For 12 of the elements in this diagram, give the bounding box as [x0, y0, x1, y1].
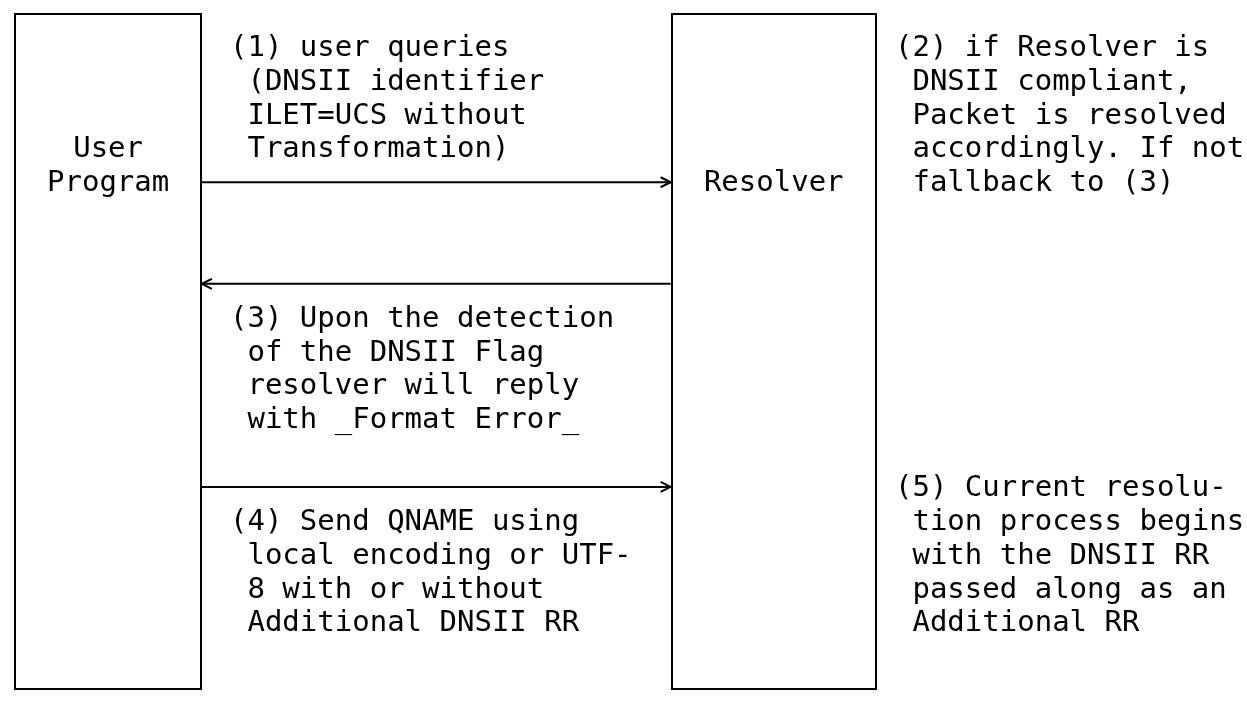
- edge-label: (4) Send QNAME using local encoding or UTF-8 with or without Additional DNSII RR: [230, 503, 632, 640]
- arrow: [200, 176, 672, 189]
- process-box: [14, 13, 202, 690]
- arrow: [200, 480, 672, 493]
- box-label: User Program: [46, 131, 171, 200]
- box-label: Resolver: [702, 165, 845, 200]
- edge-label: (3) Upon the detection of the DNSII Flag resolver will reply with _Format Error_: [230, 300, 616, 437]
- edge-label: (1) user queries (DNSII identifier ILET=UCS without Transformation): [230, 29, 546, 166]
- side-note: (5) Current resolu- tion process begins with the DNSII RR passed along as an Additional RR: [895, 469, 1245, 640]
- process-box: [670, 13, 877, 690]
- side-note: (2) if Resolver is DNSII compliant, Packet is resolved accordingly. If not fallback to (3): [895, 29, 1245, 200]
- arrow: [200, 277, 672, 290]
